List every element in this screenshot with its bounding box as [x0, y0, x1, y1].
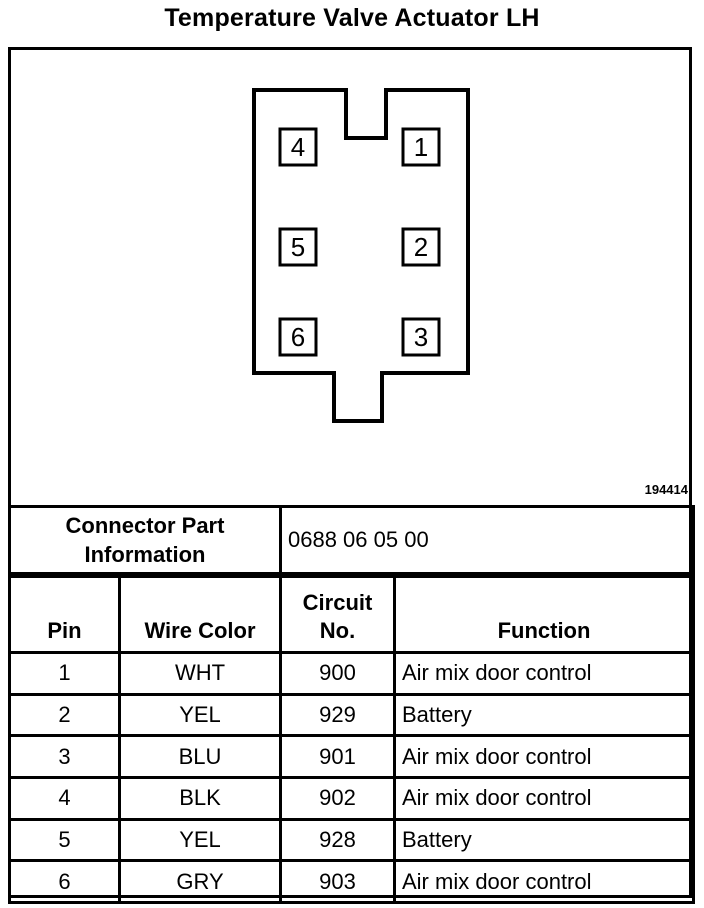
cell-circuit-no: 901 [279, 734, 396, 780]
cell-pin: 2 [8, 692, 121, 738]
part-info-row: Connector Part Information 0688 06 05 00 [8, 505, 695, 575]
cell-function: Battery [393, 817, 695, 863]
cavity-pin-number: 3 [414, 322, 428, 352]
header-pin: Pin [8, 575, 121, 654]
cell-wire-color: BLK [118, 776, 282, 821]
figure-reference-number: 194414 [644, 482, 688, 497]
connector-diagram: 4 1 5 2 6 3 [252, 88, 470, 423]
cell-wire-color: GRY [118, 859, 282, 905]
cell-wire-color: WHT [118, 651, 282, 696]
connector-part-info-table: Connector Part Information 0688 06 05 00 [8, 505, 695, 575]
cavity-4: 4 [278, 127, 318, 167]
cell-pin: 5 [8, 817, 121, 863]
header-circuit-no: Circuit No. [279, 575, 396, 654]
header-wire-color: Wire Color [118, 575, 282, 654]
cavity-3: 3 [401, 317, 441, 357]
pin-table-header: Pin Wire Color Circuit No. Function [8, 575, 695, 654]
part-info-label-text: Connector Part Information [65, 513, 225, 567]
part-info-value: 0688 06 05 00 [279, 505, 695, 575]
cavity-box [401, 317, 441, 357]
cell-function: Air mix door control [393, 859, 695, 905]
cavity-pin-number: 4 [291, 132, 305, 162]
cell-function: Battery [393, 692, 695, 738]
cavity-box [278, 127, 318, 167]
cell-wire-color: YEL [118, 692, 282, 738]
cavity-box [278, 317, 318, 357]
cell-circuit-no: 902 [279, 776, 396, 821]
cavity-pin-number: 6 [291, 322, 305, 352]
cell-pin: 3 [8, 734, 121, 780]
cavity-pin-number: 2 [414, 232, 428, 262]
cell-circuit-no: 928 [279, 817, 396, 863]
cell-circuit-no: 929 [279, 692, 396, 738]
cell-function: Air mix door control [393, 651, 695, 696]
cell-circuit-no: 900 [279, 651, 396, 696]
page-title: Temperature Valve Actuator LH [164, 4, 540, 32]
cell-pin: 4 [8, 776, 121, 821]
cavity-box [278, 227, 318, 267]
cell-wire-color: BLU [118, 734, 282, 780]
header-circuit-line1: Circuit [302, 590, 373, 615]
cavity-box [401, 127, 441, 167]
cavity-1: 1 [401, 127, 441, 167]
header-circuit-line2: No. [319, 618, 356, 643]
cell-circuit-no: 903 [279, 859, 396, 905]
cavity-2: 2 [401, 227, 441, 267]
connector-cavities: 4 1 5 2 6 3 [278, 127, 441, 357]
connector-housing [252, 88, 470, 423]
cell-pin: 1 [8, 651, 121, 696]
header-function: Function [393, 575, 695, 654]
cavity-6: 6 [278, 317, 318, 357]
part-info-label: Connector Part Information [8, 505, 282, 575]
cavity-pin-number: 5 [291, 232, 305, 262]
cell-function: Air mix door control [393, 776, 695, 821]
cavity-pin-number: 1 [414, 132, 428, 162]
cell-wire-color: YEL [118, 817, 282, 863]
cavity-5: 5 [278, 227, 318, 267]
cavity-box [401, 227, 441, 267]
cell-pin: 6 [8, 859, 121, 905]
cell-function: Air mix door control [393, 734, 695, 780]
